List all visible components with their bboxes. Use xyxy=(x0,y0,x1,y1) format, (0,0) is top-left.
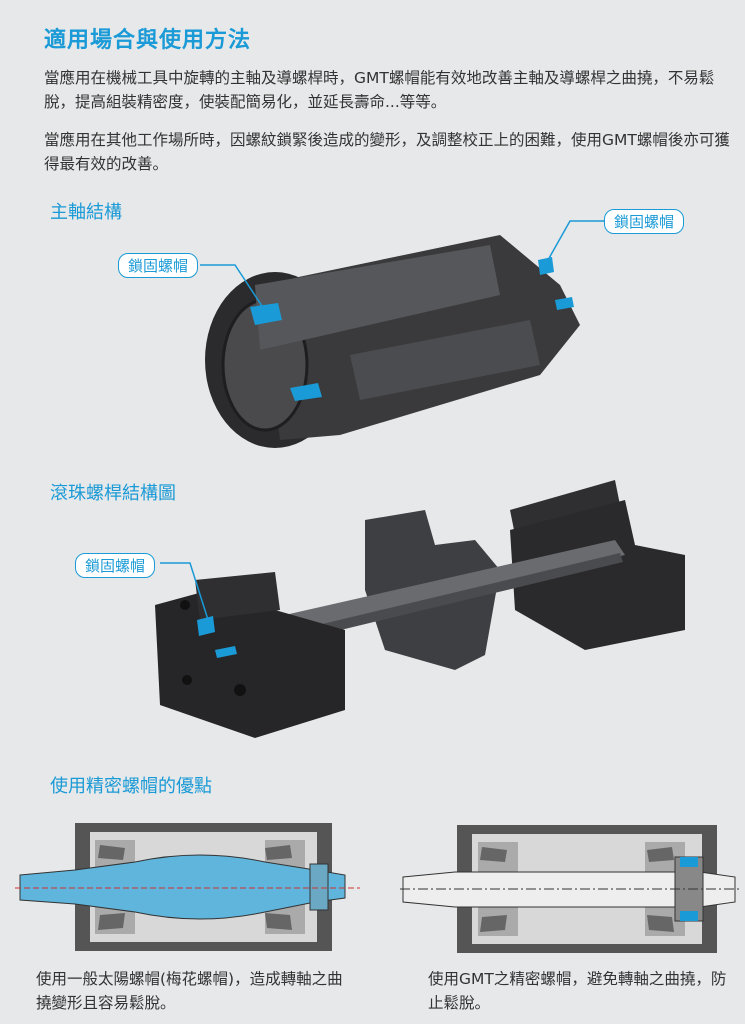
callout-leader-right xyxy=(547,220,606,261)
spindle-illustration xyxy=(205,235,580,448)
caption-gmt-nut: 使用GMT之精密螺帽，避免轉軸之曲撓，防止鬆脫。 xyxy=(428,970,727,1012)
page-title: 適用場合與使用方法 xyxy=(44,28,252,53)
callout-leader-ballscrew xyxy=(160,562,211,627)
caption-sun-nut: 使用一般太陽螺帽(梅花螺帽)，造成轉軸之曲撓變形且容易鬆脫。 xyxy=(36,970,343,1012)
ballscrew-illustration xyxy=(155,480,685,738)
spindle-lock-nut-label-left: 鎖固螺帽 xyxy=(118,253,199,278)
intro-paragraph-2: 當應用在其他工作場所時，因螺紋鎖緊後造成的變形，及調整校正上的困難，使用GMT螺… xyxy=(44,131,730,173)
spindle-heading: 主軸結構 xyxy=(50,202,122,223)
spindle-lock-nut-label-right: 鎖固螺帽 xyxy=(604,209,685,234)
intro-paragraph-1: 當應用在機械工具中旋轉的主軸及導螺桿時，GMT螺帽能有效地改善主軸及導螺桿之曲撓… xyxy=(44,69,715,111)
gmt-nut-shaft-diagram xyxy=(400,825,740,953)
callout-leader-left xyxy=(200,264,263,307)
ballscrew-heading: 滾珠螺桿結構圖 xyxy=(50,483,176,504)
sun-nut-shaft-diagram xyxy=(15,823,360,951)
advantages-heading: 使用精密螺帽的優點 xyxy=(50,776,212,797)
ballscrew-lock-nut-label: 鎖固螺帽 xyxy=(75,553,156,578)
